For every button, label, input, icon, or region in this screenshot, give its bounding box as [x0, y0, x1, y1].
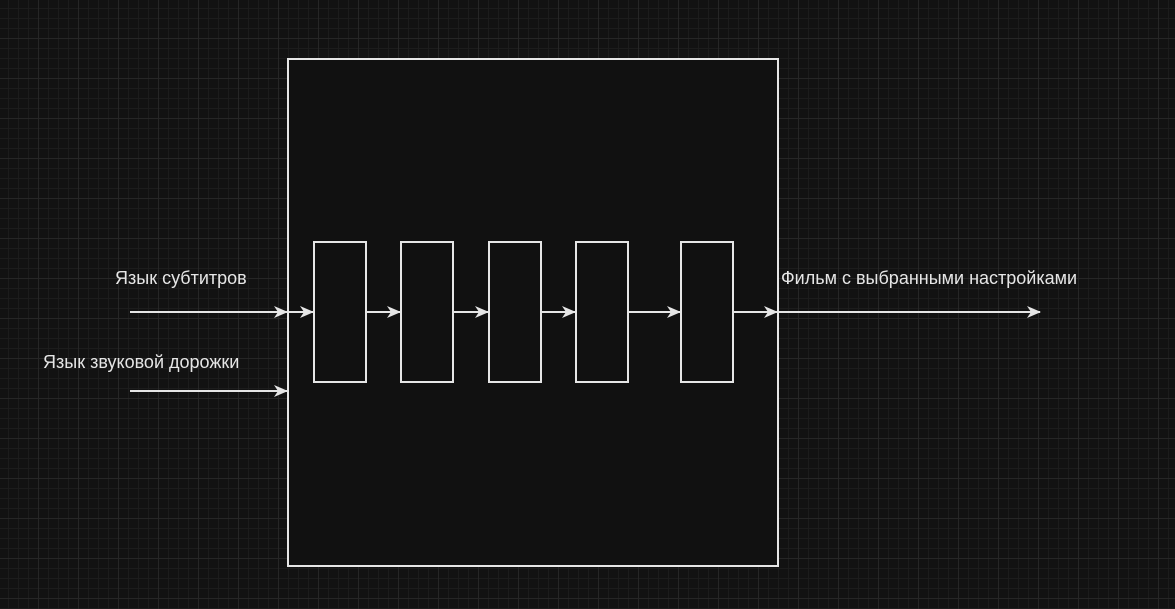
- process-step-4: [575, 241, 629, 383]
- process-step-1: [313, 241, 367, 383]
- process-step-5: [680, 241, 734, 383]
- process-step-3: [488, 241, 542, 383]
- audio-language-label: Язык звуковой дорожки: [43, 352, 240, 372]
- output-label: Фильм с выбранными настройками: [781, 268, 1078, 288]
- subtitle-language-label: Язык субтитров: [115, 268, 247, 288]
- process-step-2: [400, 241, 454, 383]
